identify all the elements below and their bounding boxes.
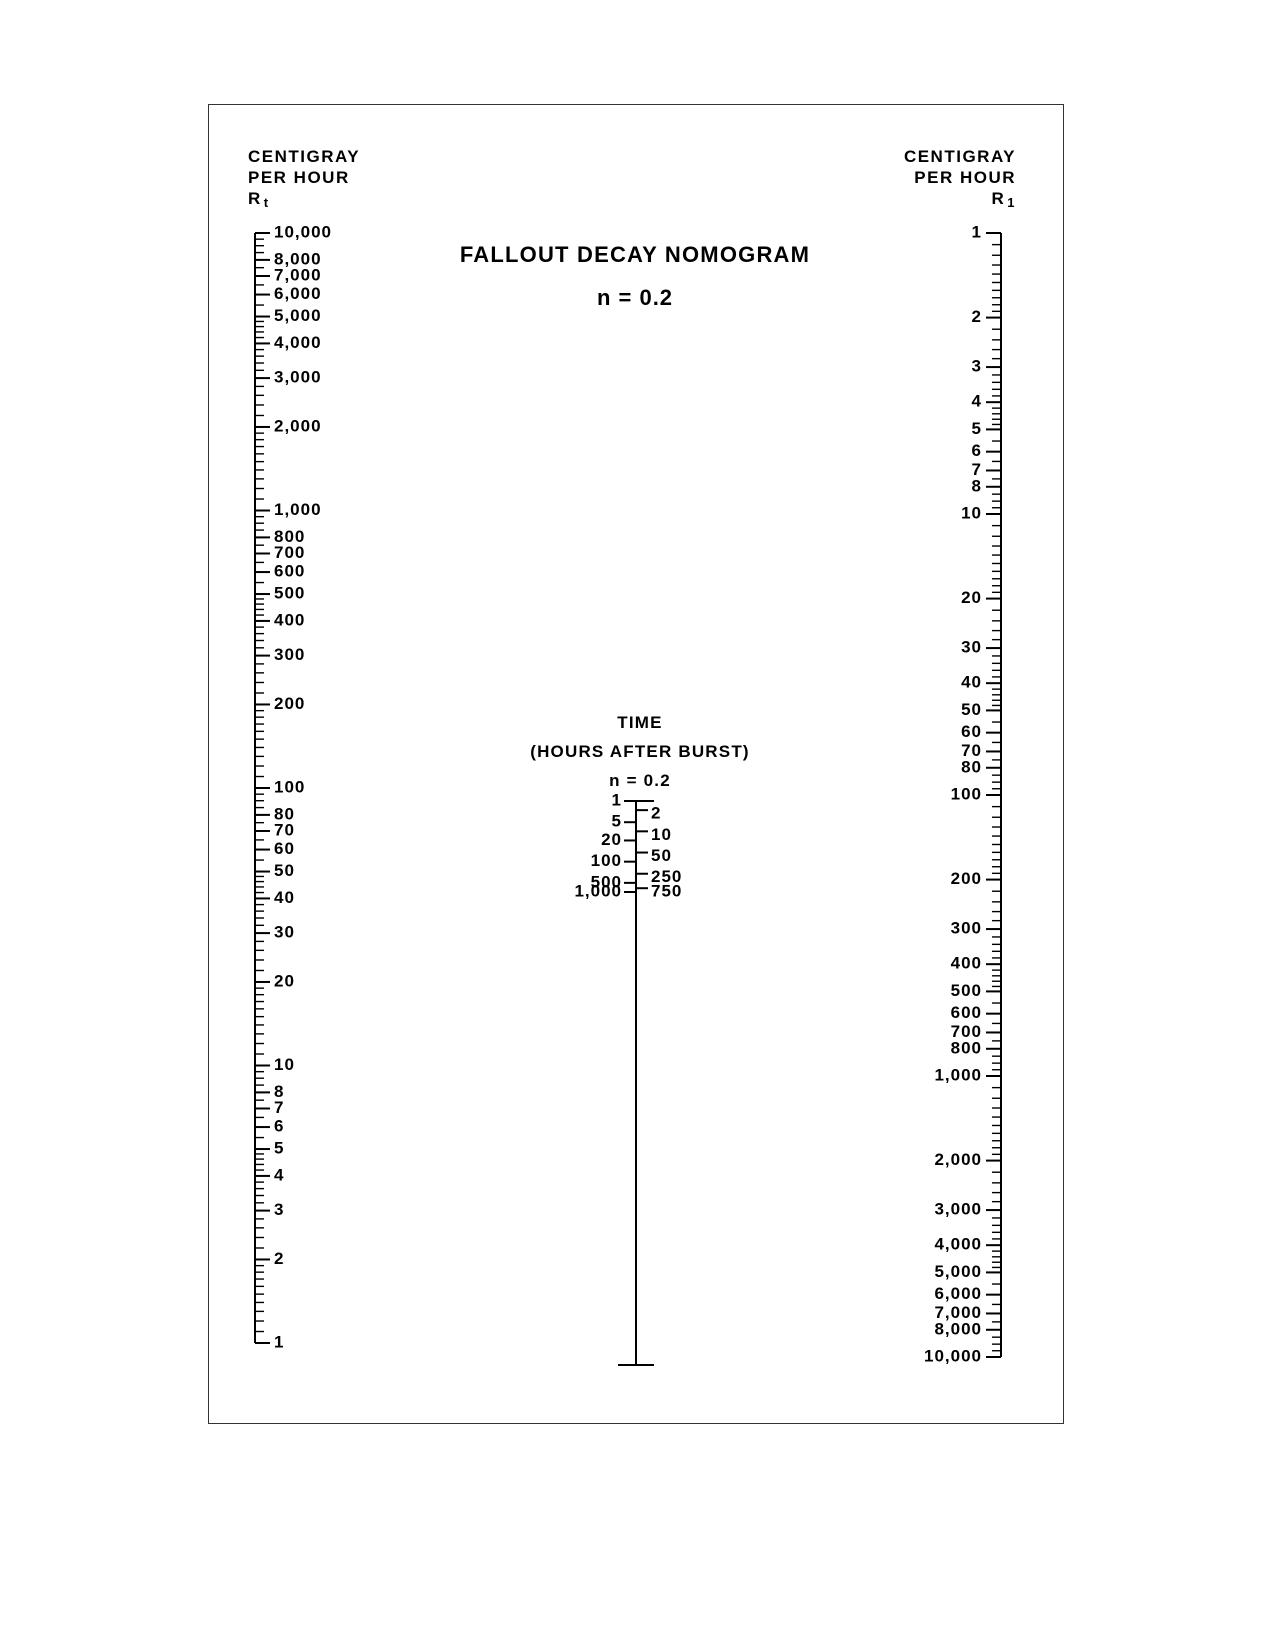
left-scale-tick-label: 2,000 [274, 416, 322, 435]
left-scale-tick-label: 200 [274, 694, 305, 713]
time-scale-right-label: 50 [651, 846, 672, 865]
right-scale-tick-label: 5,000 [934, 1262, 982, 1281]
right-scale-tick-label: 1 [972, 222, 982, 241]
left-scale-tick-label: 4 [274, 1165, 284, 1184]
time-scale-left-label: 500 [591, 872, 622, 891]
right-scale-tick-label: 2,000 [934, 1150, 982, 1169]
left-scale-tick-label: 80 [274, 804, 295, 823]
time-scale-left-label: 100 [591, 851, 622, 870]
left-scale-unit-line1: CENTIGRAY [248, 147, 361, 166]
left-scale-tick-label: 400 [274, 610, 305, 629]
right-scale-tick-label: 400 [951, 954, 982, 973]
time-scale-n-label: n = 0.2 [609, 771, 671, 790]
left-scale-symbol-sub: t [263, 195, 270, 210]
right-scale-tick-label: 5 [972, 419, 982, 438]
left-scale-tick-label: 2 [274, 1249, 284, 1268]
left-scale-tick-label: 6 [274, 1117, 284, 1136]
right-scale-tick-label: 300 [951, 919, 982, 938]
right-scale-unit-line1: CENTIGRAY [903, 147, 1016, 166]
right-scale-symbol-sub: 1 [1007, 195, 1016, 210]
left-scale-tick-label: 100 [274, 777, 305, 796]
nomogram-subtitle: n = 0.2 [596, 285, 674, 310]
right-scale-tick-label: 1,000 [934, 1065, 982, 1084]
right-scale-tick-label: 2 [972, 307, 982, 326]
right-scale-tick-label: 700 [951, 1022, 982, 1041]
right-scale-tick-label: 6 [972, 441, 982, 460]
left-scale-tick-label: 7,000 [274, 265, 322, 284]
right-scale-tick-label: 7 [972, 460, 982, 479]
time-scale-right-label: 10 [651, 825, 672, 844]
left-scale-tick-label: 6,000 [274, 284, 322, 303]
left-scale-tick-label: 8 [274, 1082, 284, 1101]
left-scale-tick-label: 20 [274, 971, 295, 990]
right-scale-tick-label: 7,000 [934, 1303, 982, 1322]
left-scale-tick-label: 5,000 [274, 306, 322, 325]
nomogram-title: FALLOUT DECAY NOMOGRAM [459, 242, 811, 267]
time-scale-title: TIME [617, 713, 663, 732]
right-scale-tick-label: 200 [951, 869, 982, 888]
right-scale-tick-label: 60 [961, 722, 982, 741]
left-scale-unit-line2: PER HOUR [248, 168, 350, 187]
left-scale-tick-label: 3,000 [274, 368, 322, 387]
left-scale-tick-label: 300 [274, 645, 305, 664]
right-scale-tick-label: 600 [951, 1003, 982, 1022]
right-scale-tick-label: 10,000 [924, 1346, 982, 1365]
left-scale-tick-label: 5 [274, 1139, 284, 1158]
right-scale-tick-label: 8,000 [934, 1319, 982, 1338]
left-scale-tick-label: 7 [274, 1098, 284, 1117]
left-scale-tick-label: 50 [274, 861, 295, 880]
right-scale-tick-label: 100 [951, 784, 982, 803]
right-scale-tick-label: 50 [961, 700, 982, 719]
right-scale-tick-label: 3 [972, 357, 982, 376]
time-scale-left-label: 20 [601, 830, 622, 849]
left-scale-tick-label: 500 [274, 584, 305, 603]
left-scale-tick-label: 8,000 [274, 249, 322, 268]
nomogram-frame [208, 104, 1064, 1424]
right-scale-symbol-letter: R [991, 189, 1006, 208]
time-scale-left-label: 5 [612, 812, 622, 831]
time-scale-right-label: 250 [651, 867, 682, 886]
right-scale-tick-label: 10 [961, 503, 982, 522]
time-scale-right-label: 750 [651, 882, 682, 901]
left-scale-tick-label: 30 [274, 923, 295, 942]
right-scale-tick-label: 4 [972, 392, 982, 411]
right-scale-tick-label: 40 [961, 673, 982, 692]
left-scale-tick-label: 40 [274, 888, 295, 907]
left-scale-tick-label: 1 [274, 1332, 284, 1351]
right-scale-tick-label: 70 [961, 741, 982, 760]
left-scale-tick-label: 60 [274, 839, 295, 858]
left-scale-tick-label: 70 [274, 820, 295, 839]
right-scale-tick-label: 800 [951, 1038, 982, 1057]
right-scale-tick-label: 6,000 [934, 1284, 982, 1303]
right-scale-tick-label: 4,000 [934, 1235, 982, 1254]
time-scale-units: (HOURS AFTER BURST) [530, 742, 750, 761]
left-scale-tick-label: 600 [274, 562, 305, 581]
left-scale-tick-label: 1,000 [274, 500, 322, 519]
left-scale-tick-label: 700 [274, 543, 305, 562]
left-scale-tick-label: 800 [274, 527, 305, 546]
right-scale-tick-label: 8 [972, 476, 982, 495]
left-scale-tick-label: 4,000 [274, 333, 322, 352]
right-scale-tick-label: 80 [961, 757, 982, 776]
right-scale-tick-label: 500 [951, 981, 982, 1000]
time-scale-left-label: 1,000 [574, 881, 622, 900]
right-scale-tick-label: 30 [961, 638, 982, 657]
right-scale-unit-line2: PER HOUR [914, 168, 1016, 187]
time-scale-left-label: 1 [612, 790, 622, 809]
right-scale-tick-label: 20 [961, 588, 982, 607]
left-scale-symbol-letter: R [248, 189, 262, 208]
right-scale-tick-label: 3,000 [934, 1200, 982, 1219]
time-scale-right-label: 2 [651, 804, 661, 823]
left-scale-tick-label: 3 [274, 1200, 284, 1219]
left-scale-tick-label: 10,000 [274, 222, 332, 241]
left-scale-tick-label: 10 [274, 1055, 295, 1074]
